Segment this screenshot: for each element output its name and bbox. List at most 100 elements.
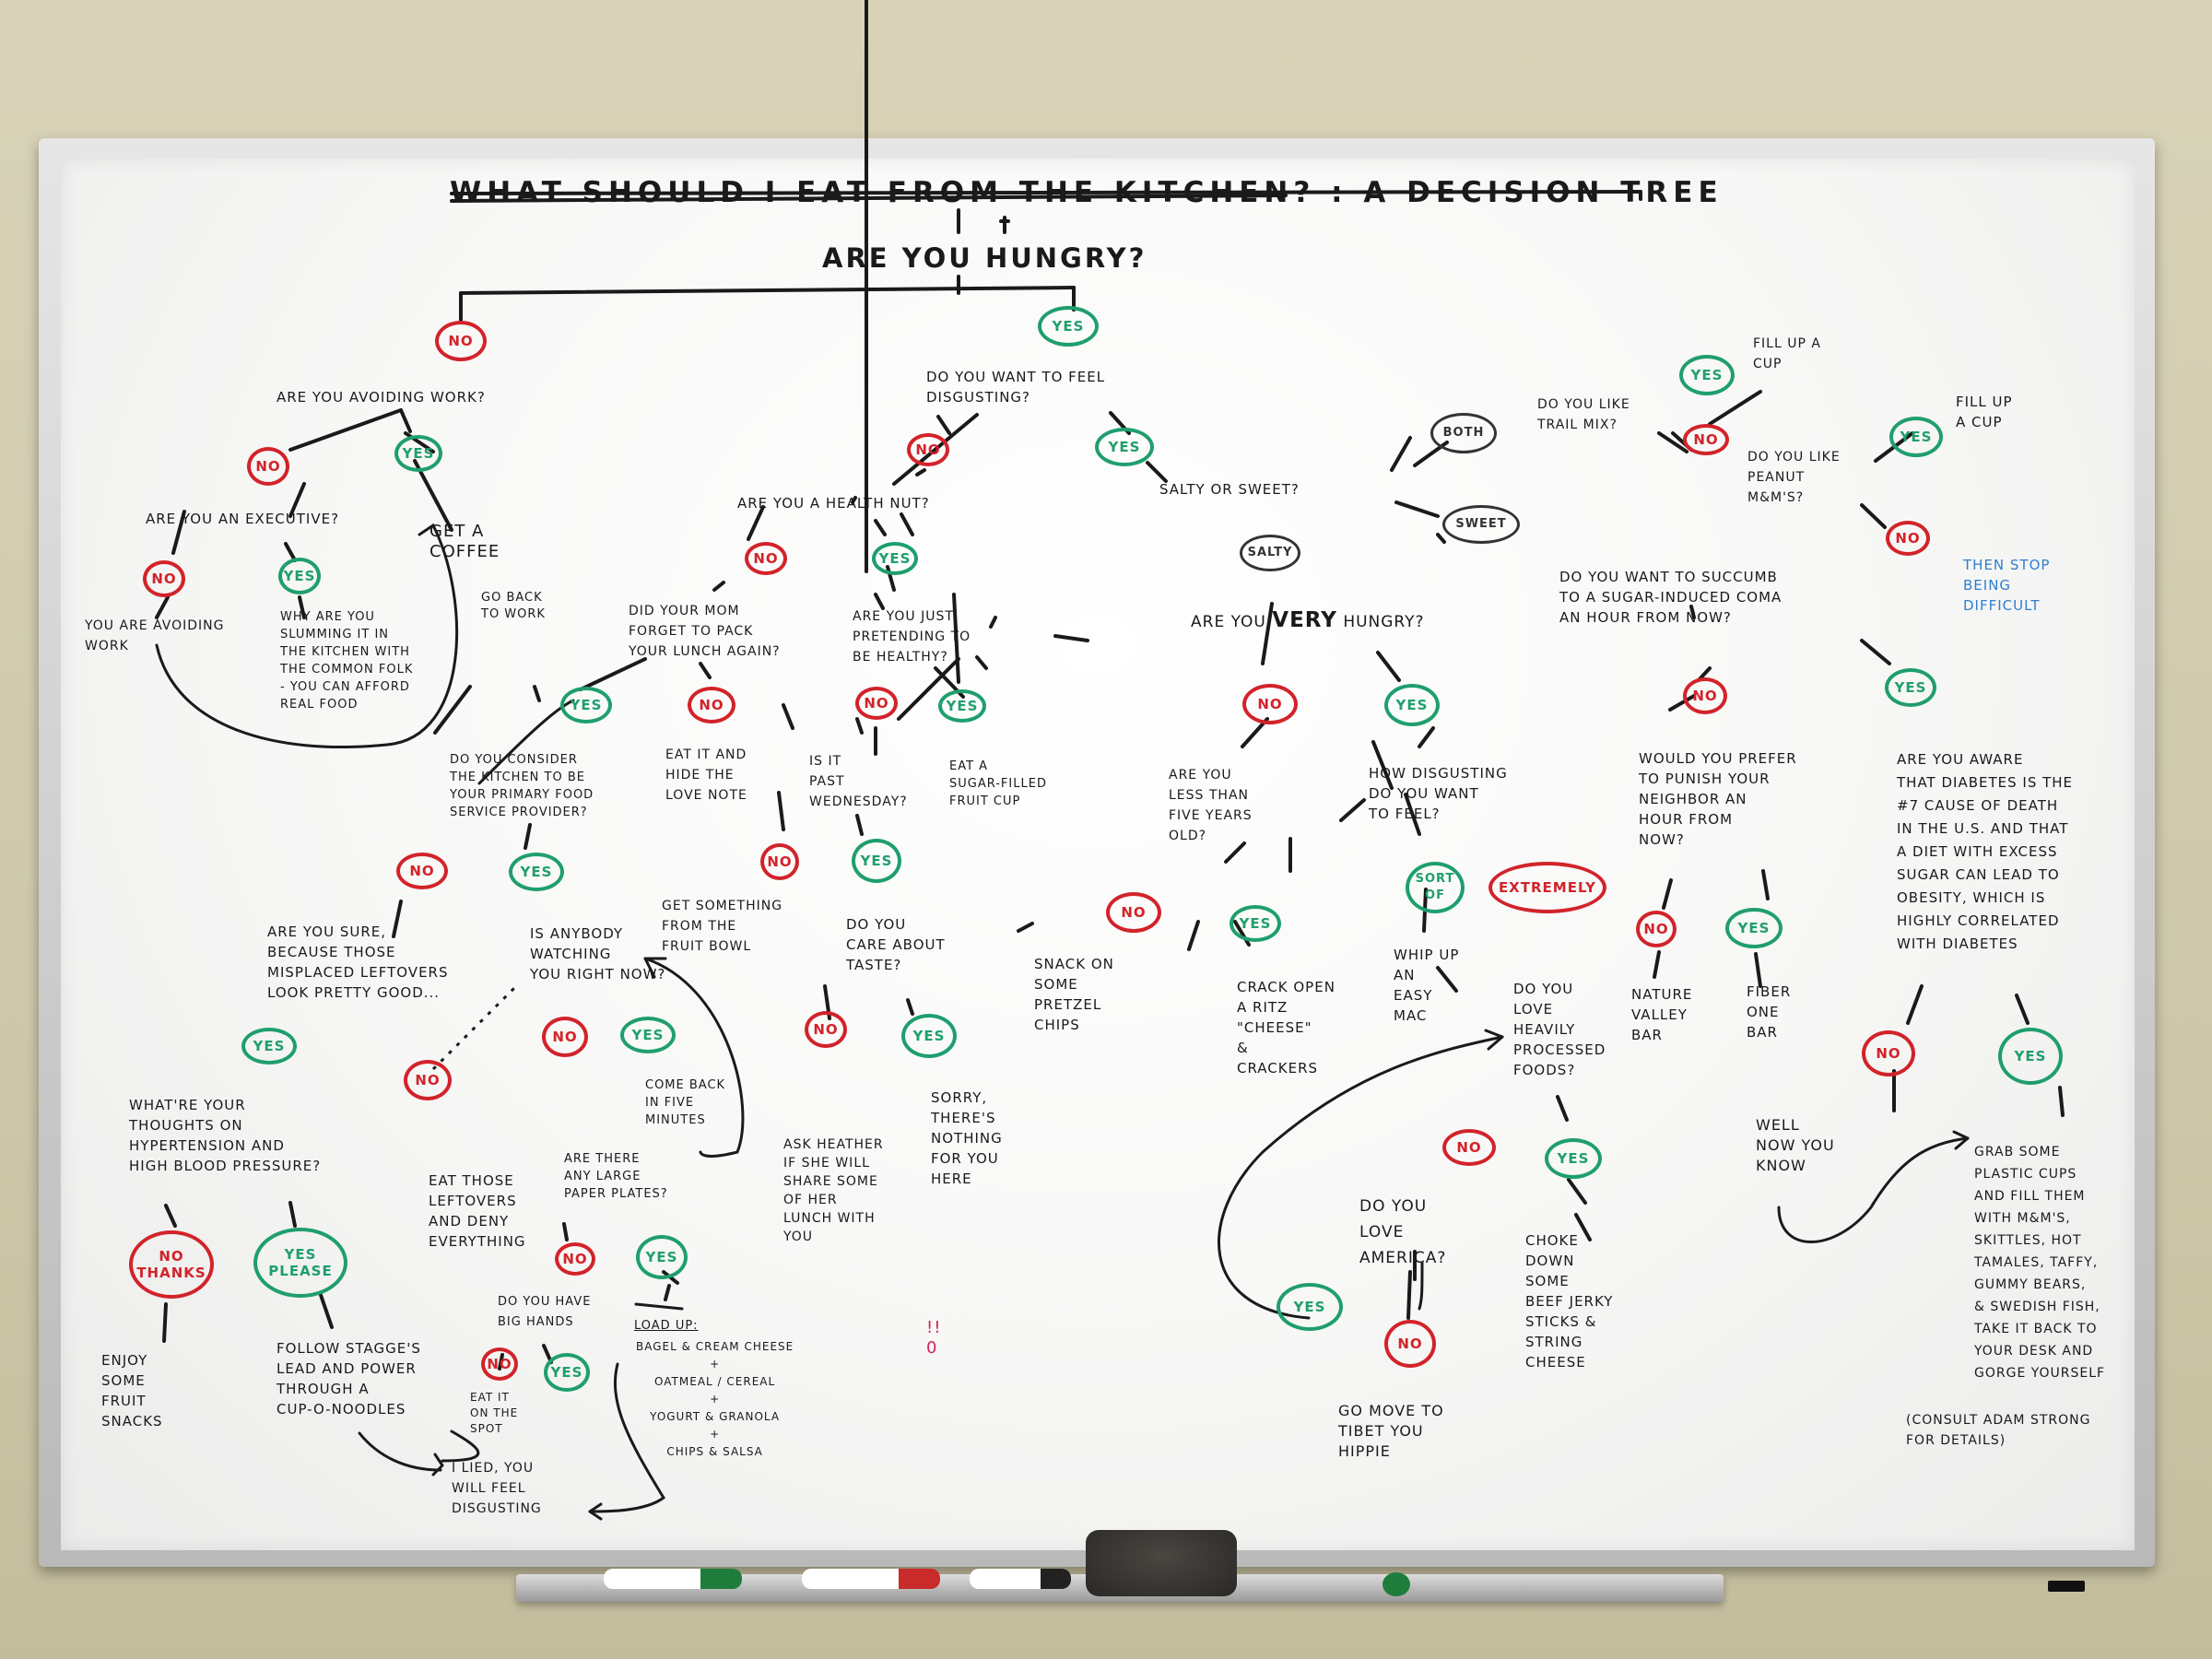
outcome-ask-heather: ASK HEATHER IF SHE WILL SHARE SOME OF HE… xyxy=(783,1137,884,1244)
answer-yes-disgusting: YES xyxy=(1095,428,1154,466)
outcome-come-back: COME BACK IN FIVE MINUTES xyxy=(645,1078,726,1127)
question-processed-foods: DO YOU LOVE HEAVILY PROCESSED FOODS? xyxy=(1513,981,1606,1078)
answer-yes-health-nut: YES xyxy=(872,542,918,575)
answer-yes-watching: YES xyxy=(620,1017,676,1053)
question-sugar-coma: DO YOU WANT TO SUCCUMB TO A SUGAR-INDUCE… xyxy=(1559,569,1783,626)
question-care-taste: DO YOU CARE ABOUT TASTE? xyxy=(846,916,946,973)
answer-yes-processed: YES xyxy=(1545,1138,1602,1179)
outcome-on-spot: EAT IT ON THE SPOT xyxy=(470,1391,519,1435)
outcome-cup-noodles: FOLLOW STAGGE'S LEAD AND POWER THROUGH A… xyxy=(276,1340,421,1418)
answer-sweet: SWEET xyxy=(1442,505,1520,544)
answer-no-very-hungry: NO xyxy=(1242,684,1298,724)
very-hungry-emphasis: VERY xyxy=(1272,608,1337,632)
answer-no-trail-mix: NO xyxy=(1683,424,1729,455)
answer-no-executive: NO xyxy=(143,560,185,597)
answer-no-taste: NO xyxy=(805,1011,847,1048)
answer-no-processed: NO xyxy=(1442,1129,1496,1166)
marker-cap xyxy=(1382,1572,1410,1596)
answer-no-mom: NO xyxy=(688,687,735,724)
answer-sort-of: SORT OF xyxy=(1406,862,1465,913)
outcome-well-now: WELL NOW YOU KNOW xyxy=(1756,1116,1835,1174)
outcome-fruit-snacks: ENJOY SOME FRUIT SNACKS xyxy=(101,1352,163,1430)
green-marker xyxy=(604,1569,742,1589)
answer-no-wednesday: NO xyxy=(760,843,799,880)
very-hungry-post: HUNGRY? xyxy=(1343,613,1425,631)
answer-no-diabetes: NO xyxy=(1862,1030,1915,1077)
question-executive: ARE YOU AN EXECUTIVE? xyxy=(146,511,340,527)
outcome-hide-note: EAT IT AND HIDE THE LOVE NOTE xyxy=(665,747,747,803)
outcome-back-to-work: GO BACK TO WORK xyxy=(481,591,546,621)
whiteboard xyxy=(61,159,2135,1550)
question-mom-lunch: DID YOUR MOM FORGET TO PACK YOUR LUNCH A… xyxy=(629,604,781,659)
question-feel-disgusting: DO YOU WANT TO FEEL DISGUSTING? xyxy=(926,369,1106,406)
red-marker xyxy=(802,1569,940,1589)
answer-yes-plates: YES xyxy=(636,1235,688,1279)
answer-no-plates: NO xyxy=(555,1242,595,1276)
outcome-nature-valley: NATURE VALLEY BAR xyxy=(1631,986,1693,1043)
outcome-beef-jerky: CHOKE DOWN SOME BEEF JERKY STICKS & STRI… xyxy=(1525,1232,1614,1371)
answer-salty: SALTY xyxy=(1240,535,1300,571)
answer-extremely: EXTREMELY xyxy=(1488,862,1606,913)
outcome-ritz: CRACK OPEN A RITZ "CHEESE" & CRACKERS xyxy=(1237,979,1335,1077)
question-big-hands: DO YOU HAVE BIG HANDS xyxy=(498,1295,592,1329)
answer-yes-neighbor: YES xyxy=(1725,908,1783,948)
outcome-fill-cup-2: FILL UP A CUP xyxy=(1956,394,2013,430)
outcome-fruit-bowl: GET SOMETHING FROM THE FRUIT BOWL xyxy=(662,899,783,954)
question-past-wednesday: IS IT PAST WEDNESDAY? xyxy=(809,754,908,809)
answer-yes-trail-mix: YES xyxy=(1679,355,1735,395)
answer-no-under-five: NO xyxy=(1106,892,1161,933)
pink-doodle: !! 0 xyxy=(926,1318,942,1358)
outcome-grab-cups: GRAB SOME PLASTIC CUPS AND FILL THEM WIT… xyxy=(1974,1145,2106,1381)
outcome-fill-cup-1: FILL UP A CUP xyxy=(1753,336,1821,371)
question-hypertension: WHAT'RE YOUR THOUGHTS ON HYPERTENSION AN… xyxy=(129,1097,322,1174)
answer-no-neighbor: NO xyxy=(1636,911,1677,947)
answer-yes-please: YES PLEASE xyxy=(253,1228,347,1298)
very-hungry-pre: ARE YOU xyxy=(1191,613,1266,631)
question-love-america: DO YOU LOVE AMERICA? xyxy=(1359,1197,1447,1267)
answer-yes-executive: YES xyxy=(278,558,321,594)
answer-yes-avoiding-work: YES xyxy=(394,435,442,472)
outcome-fiber-one: FIBER ONE BAR xyxy=(1747,983,1792,1041)
question-health-nut: ARE YOU A HEALTH NUT? xyxy=(737,495,930,512)
question-very-hungry: ARE YOU VERY HUNGRY? xyxy=(1191,610,1425,632)
answer-yes-pretending: YES xyxy=(938,689,986,723)
answer-yes-wednesday: YES xyxy=(852,839,901,883)
answer-no-sugar-coma: NO xyxy=(1683,677,1727,714)
outcome-coffee: GET A COFFEE xyxy=(429,522,500,561)
answer-no-peanut: NO xyxy=(1886,521,1930,556)
outcome-fruit-cup: EAT A SUGAR-FILLED FRUIT CUP xyxy=(949,759,1047,808)
answer-no-thanks: NO THANKS xyxy=(129,1230,214,1299)
brand-label xyxy=(2048,1581,2085,1592)
question-salty-sweet: SALTY OR SWEET? xyxy=(1159,481,1300,498)
diagram-title: WHAT SHOULD I EAT FROM THE KITCHEN? : A … xyxy=(450,176,1724,209)
answer-no-watching: NO xyxy=(542,1017,588,1057)
question-pretending: ARE YOU JUST PRETENDING TO BE HEALTHY? xyxy=(853,609,971,665)
outcome-load-up-items: BAGEL & CREAM CHEESE + OATMEAL / CEREAL … xyxy=(636,1340,794,1458)
question-anybody-watching: IS ANYBODY WATCHING YOU RIGHT NOW? xyxy=(530,925,666,982)
answer-no-hungry: NO xyxy=(435,321,487,361)
question-trail-mix: DO YOU LIKE TRAIL MIX? xyxy=(1537,397,1630,432)
outcome-sorry: SORRY, THERE'S NOTHING FOR YOU HERE xyxy=(931,1089,1003,1187)
outcome-slumming: WHY ARE YOU SLUMMING IT IN THE KITCHEN W… xyxy=(280,610,414,712)
answer-yes-mom: YES xyxy=(560,687,612,724)
outcome-easy-mac: WHIP UP AN EASY MAC xyxy=(1394,947,1460,1024)
question-diabetes: ARE YOU AWARE THAT DIABETES IS THE #7 CA… xyxy=(1897,751,2074,952)
outcome-stop-difficult: THEN STOP BEING DIFFICULT xyxy=(1963,557,2051,614)
question-avoiding-work: ARE YOU AVOIDING WORK? xyxy=(276,389,486,406)
outcome-pretzels: SNACK ON SOME PRETZEL CHIPS xyxy=(1034,956,1114,1033)
answer-yes-diabetes: YES xyxy=(1998,1028,2063,1085)
answer-yes-taste: YES xyxy=(901,1014,957,1058)
answer-yes-sure: YES xyxy=(241,1028,297,1065)
question-punish-neighbor: WOULD YOU PREFER TO PUNISH YOUR NEIGHBOR… xyxy=(1639,750,1797,848)
answer-no-hands: NO xyxy=(481,1347,518,1381)
outcome-lied: I LIED, YOU WILL FEEL DISGUSTING xyxy=(452,1461,542,1516)
outcome-consult: (CONSULT ADAM STRONG FOR DETAILS) xyxy=(1906,1413,2091,1448)
answer-yes-peanut: YES xyxy=(1889,417,1943,457)
question-peanut-mms: DO YOU LIKE PEANUT M&M'S? xyxy=(1747,450,1841,505)
answer-no-health-nut: NO xyxy=(745,542,787,575)
answer-yes-sugar-coma: YES xyxy=(1885,668,1936,707)
question-primary-food: DO YOU CONSIDER THE KITCHEN TO BE YOUR P… xyxy=(450,753,594,819)
outcome-load-up-title: LOAD UP: xyxy=(634,1319,699,1333)
answer-no-primary-food: NO xyxy=(396,853,448,889)
